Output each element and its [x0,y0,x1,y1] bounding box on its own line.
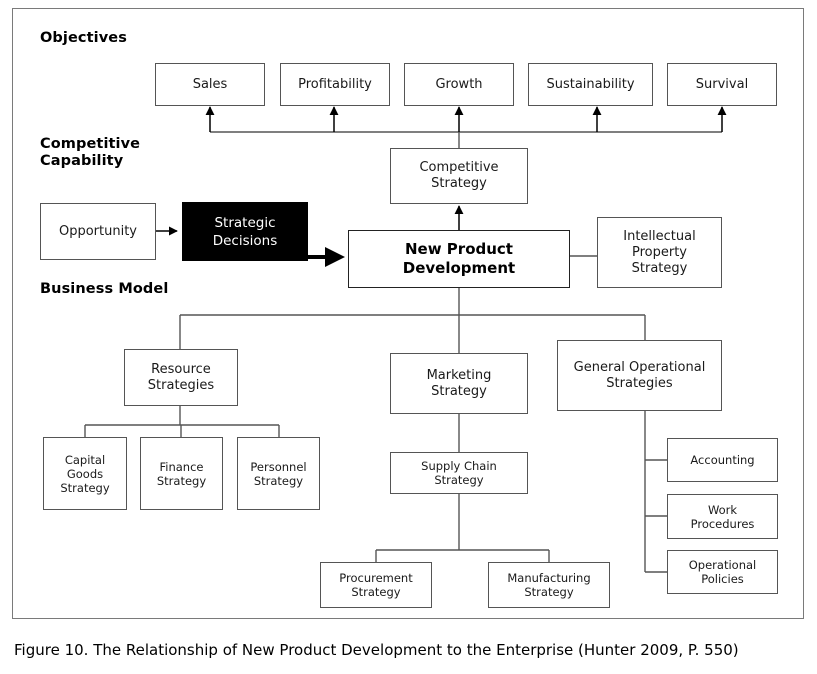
node-opportunity[interactable]: Opportunity [40,203,156,260]
section-label-business-model: Business Model [40,281,169,297]
node-resource-strategies[interactable]: Resource Strategies [124,349,238,406]
node-sustainability[interactable]: Sustainability [528,63,653,106]
node-profitability[interactable]: Profitability [280,63,390,106]
node-capital-goods-strategy[interactable]: Capital Goods Strategy [43,437,127,510]
node-procurement-strategy[interactable]: Procurement Strategy [320,562,432,608]
node-new-product-development[interactable]: New Product Development [348,230,570,288]
figure-caption: Figure 10. The Relationship of New Produ… [14,641,739,659]
node-manufacturing-strategy[interactable]: Manufacturing Strategy [488,562,610,608]
section-label-competitive-capability: Competitive Capability [40,136,141,169]
node-marketing-strategy[interactable]: Marketing Strategy [390,353,528,414]
node-strategic-decisions[interactable]: Strategic Decisions [182,202,308,261]
node-finance-strategy[interactable]: Finance Strategy [140,437,223,510]
section-label-objectives: Objectives [40,30,127,46]
node-survival[interactable]: Survival [667,63,777,106]
node-operational-policies[interactable]: Operational Policies [667,550,778,594]
node-supply-chain-strategy[interactable]: Supply Chain Strategy [390,452,528,494]
node-work-procedures[interactable]: Work Procedures [667,494,778,539]
node-competitive-strategy[interactable]: Competitive Strategy [390,148,528,204]
node-personnel-strategy[interactable]: Personnel Strategy [237,437,320,510]
node-accounting[interactable]: Accounting [667,438,778,482]
node-general-operational-strategies[interactable]: General Operational Strategies [557,340,722,411]
node-sales[interactable]: Sales [155,63,265,106]
node-intellectual-property-strategy[interactable]: Intellectual Property Strategy [597,217,722,288]
node-growth[interactable]: Growth [404,63,514,106]
